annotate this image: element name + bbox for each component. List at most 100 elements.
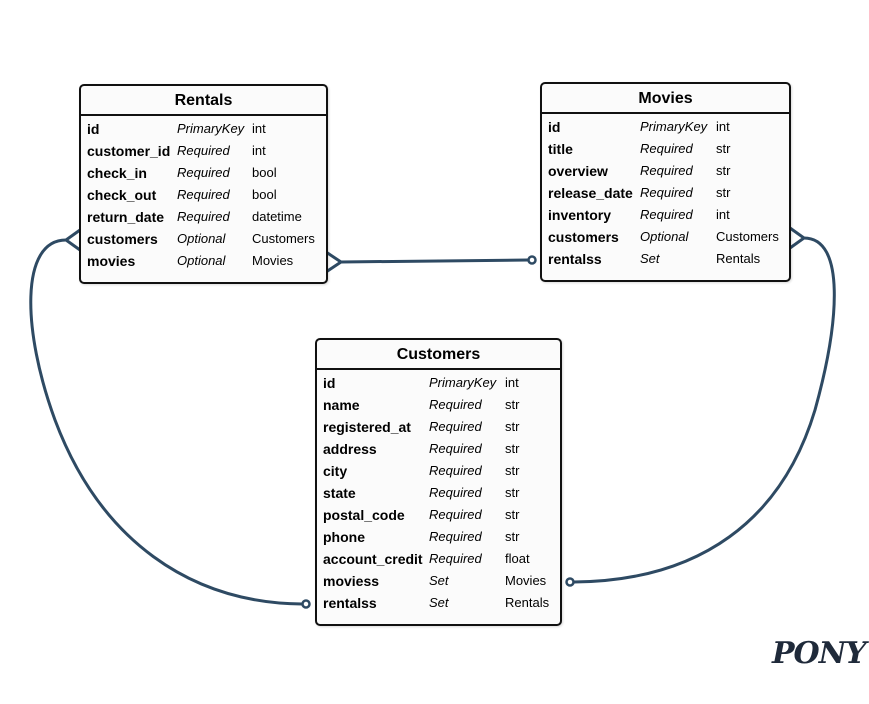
field-name: account_credit — [323, 551, 423, 567]
field-row: customer_id Required int — [81, 140, 326, 162]
link-rentals-movies[interactable] — [339, 258, 530, 264]
field-row: state Required str — [317, 482, 560, 504]
field-kind: Required — [177, 143, 230, 158]
field-kind: Required — [429, 507, 482, 522]
field-kind: Required — [429, 529, 482, 544]
entity-title: Customers — [317, 340, 560, 370]
field-row: rentalss Set Rentals — [317, 592, 560, 614]
field-kind: Required — [177, 187, 230, 202]
field-kind: Optional — [177, 253, 226, 268]
field-kind: Optional — [177, 231, 226, 246]
field-kind: Set — [429, 595, 449, 610]
field-name: customer_id — [87, 143, 171, 159]
field-row: id PrimaryKey int — [542, 116, 789, 138]
field-type: int — [252, 121, 266, 136]
field-name: id — [548, 119, 561, 135]
field-row: postal_code Required str — [317, 504, 560, 526]
field-name: release_date — [548, 185, 633, 201]
crowfoot-rentals-movies — [324, 250, 344, 274]
field-name: registered_at — [323, 419, 411, 435]
field-row: release_date Required str — [542, 182, 789, 204]
field-type: Customers — [716, 229, 779, 244]
field-kind: Required — [177, 165, 230, 180]
field-kind: PrimaryKey — [640, 119, 708, 134]
field-type: str — [716, 141, 731, 156]
field-name: name — [323, 397, 360, 413]
field-type: Movies — [505, 573, 547, 588]
link-end-circle — [527, 255, 537, 265]
field-type: int — [252, 143, 266, 158]
field-kind: Required — [429, 463, 482, 478]
field-name: overview — [548, 163, 608, 179]
field-type: int — [716, 207, 730, 222]
field-type: str — [505, 419, 520, 434]
field-row: overview Required str — [542, 160, 789, 182]
field-type: Rentals — [505, 595, 550, 610]
field-type: bool — [252, 165, 277, 180]
field-name: id — [87, 121, 100, 137]
field-name: city — [323, 463, 348, 479]
field-kind: Required — [429, 419, 482, 434]
field-type: str — [716, 185, 731, 200]
field-row: title Required str — [542, 138, 789, 160]
field-name: address — [323, 441, 377, 457]
field-row: account_credit Required float — [317, 548, 560, 570]
field-kind: Required — [429, 441, 482, 456]
field-type: Rentals — [716, 251, 761, 266]
field-row: phone Required str — [317, 526, 560, 548]
link-rentals-customers[interactable] — [29, 238, 304, 606]
field-name: title — [548, 141, 573, 157]
field-type: Movies — [252, 253, 294, 268]
field-kind: Required — [640, 141, 693, 156]
field-kind: Set — [429, 573, 449, 588]
field-kind: PrimaryKey — [429, 375, 497, 390]
field-name: movies — [87, 253, 136, 269]
field-kind: Required — [640, 207, 693, 222]
field-kind: Required — [429, 485, 482, 500]
field-row: city Required str — [317, 460, 560, 482]
field-type: int — [716, 119, 730, 134]
field-type: datetime — [252, 209, 302, 224]
field-type: str — [505, 485, 520, 500]
logo-text: PONY — [772, 636, 867, 671]
field-kind: Required — [640, 163, 693, 178]
link-movies-customers[interactable] — [572, 236, 836, 584]
crowfoot-rentals-customers — [63, 228, 82, 252]
field-name: id — [323, 375, 336, 391]
field-type: str — [505, 441, 520, 456]
field-type: float — [505, 551, 530, 566]
crowfoot-movies-customers — [788, 226, 807, 250]
field-type: Customers — [252, 231, 315, 246]
field-name: state — [323, 485, 356, 501]
field-type: str — [505, 463, 520, 478]
field-row: movies Optional Movies — [81, 250, 326, 272]
field-name: check_in — [87, 165, 147, 181]
field-kind: Required — [429, 551, 482, 566]
field-kind: Required — [640, 185, 693, 200]
field-name: check_out — [87, 187, 157, 203]
field-name: rentalss — [548, 251, 602, 267]
field-name: phone — [323, 529, 365, 545]
field-type: str — [505, 529, 520, 544]
field-type: int — [505, 375, 519, 390]
field-type: str — [716, 163, 731, 178]
field-kind: Required — [429, 397, 482, 412]
field-name: rentalss — [323, 595, 377, 611]
field-kind: Optional — [640, 229, 689, 244]
entity-title: Movies — [542, 84, 789, 114]
field-name: customers — [548, 229, 619, 245]
link-end-circle — [301, 599, 311, 609]
field-name: postal_code — [323, 507, 405, 523]
link-end-circle — [565, 577, 575, 587]
field-type: str — [505, 507, 520, 522]
field-row: customers Optional Customers — [542, 226, 789, 248]
field-kind: Set — [640, 251, 660, 266]
